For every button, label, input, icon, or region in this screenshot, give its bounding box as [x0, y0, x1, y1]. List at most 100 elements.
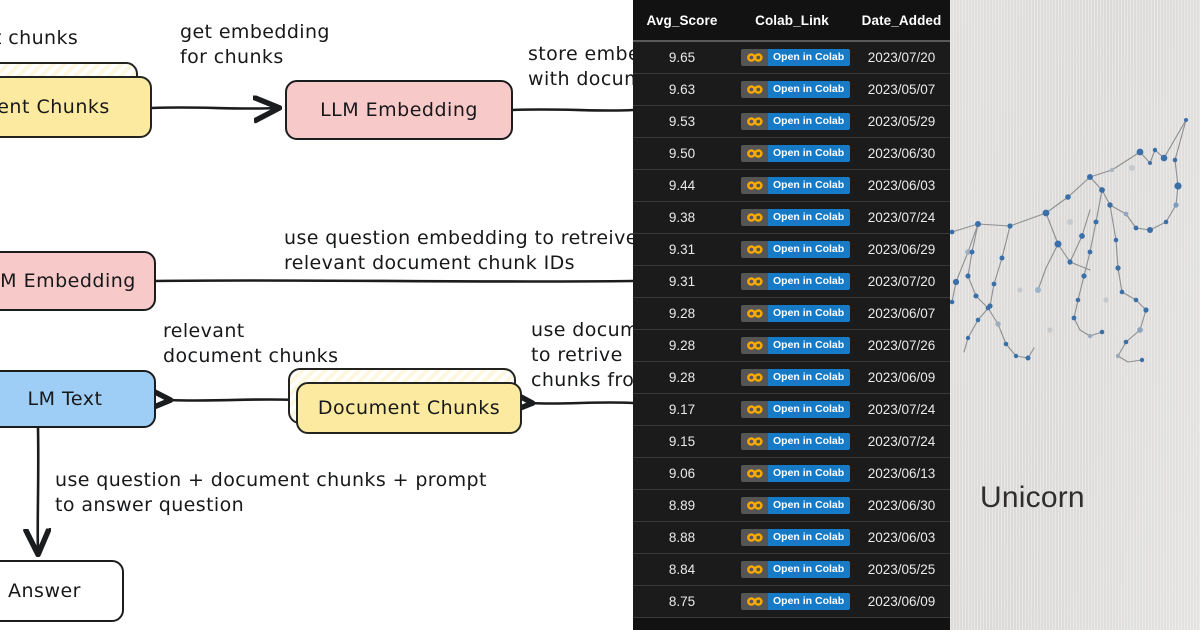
colab-logo-icon	[741, 209, 768, 226]
open-in-colab-button[interactable]: Open in Colab	[741, 593, 851, 610]
open-in-colab-button[interactable]: Open in Colab	[741, 433, 851, 450]
colab-logo-icon	[741, 241, 768, 258]
diagram-edges	[0, 0, 633, 630]
cell-colab-link: Open in Colab	[731, 113, 853, 130]
cell-colab-link: Open in Colab	[731, 401, 853, 418]
cell-colab-link: Open in Colab	[731, 273, 853, 290]
annotation-relevant-document-chunks: relevant document chunks	[163, 320, 339, 368]
node-label: LLM Embedding	[320, 99, 478, 121]
open-in-colab-button[interactable]: Open in Colab	[741, 113, 851, 130]
colab-logo-icon	[741, 145, 768, 162]
column-header-avg-score[interactable]: Avg_Score	[646, 12, 718, 28]
colab-logo-icon	[741, 497, 768, 514]
cell-colab-link: Open in Colab	[731, 497, 853, 514]
column-header-date-added[interactable]: Date_Added	[861, 12, 942, 28]
cell-date-added: 2023/06/30	[867, 146, 936, 161]
node-llm-embedding-middle[interactable]: M Embedding	[0, 251, 156, 311]
open-in-colab-button[interactable]: Open in Colab	[741, 81, 851, 98]
cell-date-added: 2023/05/29	[867, 114, 936, 129]
open-in-colab-button[interactable]: Open in Colab	[741, 241, 851, 258]
annotation-get-embedding: get embedding for chunks	[180, 21, 330, 69]
annotation-use-document-ids: use docum to retrive chunks fro	[531, 319, 633, 392]
open-in-colab-button[interactable]: Open in Colab	[741, 497, 851, 514]
colab-logo-icon	[741, 273, 768, 290]
cell-date-added: 2023/05/25	[867, 562, 936, 577]
cell-avg-score: 8.75	[668, 594, 696, 609]
cell-avg-score: 9.53	[668, 114, 696, 129]
cell-date-added: 2023/07/20	[867, 50, 936, 65]
cell-date-added: 2023/06/29	[867, 242, 936, 257]
cell-avg-score: 8.88	[668, 530, 696, 545]
node-document-chunks-top[interactable]: ment Chunks	[0, 76, 152, 138]
cell-date-added: 2023/06/30	[867, 498, 936, 513]
open-in-colab-button[interactable]: Open in Colab	[741, 337, 851, 354]
cell-colab-link: Open in Colab	[731, 81, 853, 98]
node-answer[interactable]: Answer	[0, 560, 124, 622]
cell-colab-link: Open in Colab	[731, 561, 853, 578]
open-in-colab-label: Open in Colab	[768, 561, 851, 578]
table-row: 9.53 Open in Colab 2023/05/29	[633, 106, 950, 138]
cell-date-added: 2023/06/03	[867, 178, 936, 193]
open-in-colab-label: Open in Colab	[768, 337, 851, 354]
cell-colab-link: Open in Colab	[731, 465, 853, 482]
cell-avg-score: 9.50	[668, 146, 696, 161]
column-header-colab-link[interactable]: Colab_Link	[755, 12, 829, 28]
open-in-colab-label: Open in Colab	[768, 369, 851, 386]
cell-date-added: 2023/07/26	[867, 338, 936, 353]
colab-logo-icon	[741, 529, 768, 546]
open-in-colab-button[interactable]: Open in Colab	[741, 465, 851, 482]
colab-logo-icon	[741, 49, 768, 66]
open-in-colab-button[interactable]: Open in Colab	[741, 369, 851, 386]
cell-avg-score: 9.28	[668, 306, 696, 321]
annotation-use-question-embedding: use question embedding to retreive relev…	[284, 227, 633, 275]
open-in-colab-button[interactable]: Open in Colab	[741, 305, 851, 322]
open-in-colab-button[interactable]: Open in Colab	[741, 209, 851, 226]
colab-logo-icon	[741, 433, 768, 450]
cell-date-added: 2023/06/07	[867, 306, 936, 321]
cell-colab-link: Open in Colab	[731, 49, 853, 66]
colab-logo-icon	[741, 113, 768, 130]
open-in-colab-button[interactable]: Open in Colab	[741, 145, 851, 162]
open-in-colab-button[interactable]: Open in Colab	[741, 401, 851, 418]
cell-date-added: 2023/06/13	[867, 466, 936, 481]
node-llm-text[interactable]: LM Text	[0, 370, 156, 428]
open-in-colab-button[interactable]: Open in Colab	[741, 561, 851, 578]
colab-logo-icon	[741, 177, 768, 194]
unicorn-constellation-panel: Unicorn	[950, 0, 1200, 630]
open-in-colab-button[interactable]: Open in Colab	[741, 529, 851, 546]
annotation-store-embeddings: store embe with docum	[528, 43, 633, 91]
cell-date-added: 2023/07/24	[867, 402, 936, 417]
table-row: 8.88 Open in Colab 2023/06/03	[633, 522, 950, 554]
open-in-colab-label: Open in Colab	[768, 113, 851, 130]
unicorn-label: Unicorn	[980, 481, 1085, 514]
node-label: ment Chunks	[0, 96, 110, 118]
open-in-colab-label: Open in Colab	[768, 273, 851, 290]
annotation-split-chunks: t chunks	[0, 27, 79, 49]
colab-logo-icon	[741, 561, 768, 578]
cell-colab-link: Open in Colab	[731, 177, 853, 194]
cell-date-added: 2023/07/24	[867, 434, 936, 449]
cell-colab-link: Open in Colab	[731, 305, 853, 322]
cell-colab-link: Open in Colab	[731, 337, 853, 354]
node-document-chunks-bottom[interactable]: Document Chunks	[296, 382, 522, 434]
open-in-colab-label: Open in Colab	[768, 209, 851, 226]
node-label: Document Chunks	[317, 397, 501, 419]
node-llm-embedding-top[interactable]: LLM Embedding	[285, 80, 513, 140]
open-in-colab-button[interactable]: Open in Colab	[741, 177, 851, 194]
cell-colab-link: Open in Colab	[731, 593, 853, 610]
table-row: 9.31 Open in Colab 2023/06/29	[633, 234, 950, 266]
open-in-colab-button[interactable]: Open in Colab	[741, 49, 851, 66]
table-row: 9.50 Open in Colab 2023/06/30	[633, 138, 950, 170]
open-in-colab-button[interactable]: Open in Colab	[741, 273, 851, 290]
cell-date-added: 2023/06/03	[867, 530, 936, 545]
cell-avg-score: 9.31	[668, 242, 696, 257]
cell-date-added: 2023/07/20	[867, 274, 936, 289]
cell-date-added: 2023/06/09	[867, 594, 936, 609]
cell-avg-score: 9.31	[668, 274, 696, 289]
